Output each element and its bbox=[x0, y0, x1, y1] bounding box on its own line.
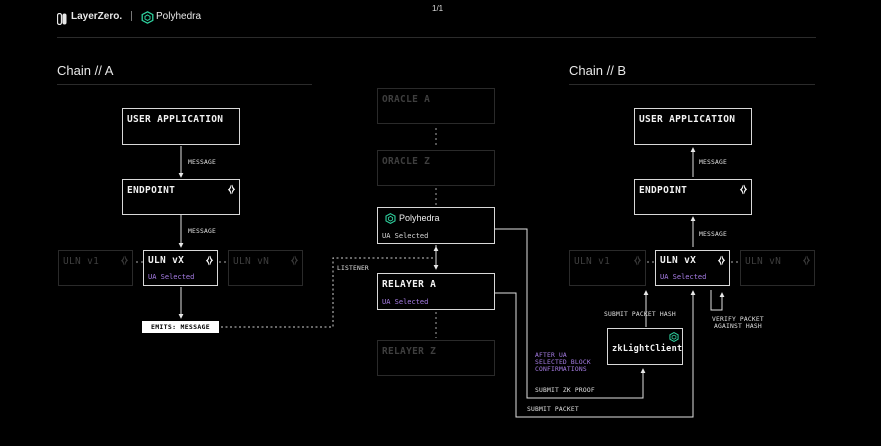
brand-polyhedra: Polyhedra bbox=[156, 11, 202, 22]
polyhedra-oracle-label: Polyhedra bbox=[399, 213, 440, 223]
chain-a-title: Chain // A bbox=[57, 63, 114, 78]
oracle-z-label: ORACLE Z bbox=[382, 156, 431, 167]
polyhedra-logo bbox=[141, 9, 154, 28]
code-bracket-icon: ⧼⧽ bbox=[121, 255, 128, 266]
layerzero-logo bbox=[56, 10, 67, 29]
chain-a-message-2: MESSAGE bbox=[188, 228, 216, 235]
chain-a-endpoint-label: ENDPOINT bbox=[127, 185, 176, 196]
relayer-z-box: RELAYER Z bbox=[377, 340, 495, 376]
code-bracket-icon: ⧼⧽ bbox=[740, 184, 747, 195]
layerzero-icon bbox=[56, 12, 67, 26]
chain-a-endpoint-box: ENDPOINT ⧼⧽ bbox=[122, 179, 240, 215]
relayer-a-sub: UA Selected bbox=[382, 298, 429, 306]
zk-light-client-label: zkLightClient bbox=[612, 344, 683, 354]
chain-a-uln-v1-label: ULN v1 bbox=[63, 256, 100, 267]
after-ua-line-1: AFTER UA bbox=[535, 352, 567, 359]
brand-layerzero: LayerZero. bbox=[71, 11, 123, 22]
chain-b-user-application-box: USER APPLICATION bbox=[634, 108, 752, 145]
emits-message-badge: EMITS: MESSAGE bbox=[142, 321, 219, 333]
listener-wire bbox=[221, 257, 434, 328]
chain-a-uln-vn-box: ULN vN ⧼⧽ bbox=[228, 250, 303, 286]
polyhedra-icon bbox=[669, 332, 679, 342]
chain-b-uln-vx-label: ULN vX bbox=[660, 255, 697, 266]
verify-bracket bbox=[710, 290, 725, 311]
code-bracket-icon: ⧼⧽ bbox=[718, 255, 725, 266]
chain-a-user-application-label: USER APPLICATION bbox=[127, 114, 224, 125]
oracle-z-box: ORACLE Z bbox=[377, 150, 495, 186]
page-indicator: 1/1 bbox=[432, 4, 444, 13]
chain-b-uln-vx-box: ULN vX ⧼⧽ UA Selected bbox=[655, 250, 730, 286]
chain-b-endpoint-label: ENDPOINT bbox=[639, 185, 688, 196]
polyhedra-icon bbox=[141, 11, 154, 24]
code-bracket-icon: ⧼⧽ bbox=[291, 255, 298, 266]
submit-zk-proof-label: SUBMIT ZK PROOF bbox=[535, 387, 595, 394]
relayer-a-label: RELAYER A bbox=[382, 279, 437, 290]
chain-b-uln-v1-label: ULN v1 bbox=[574, 256, 611, 267]
wire-relayer-to-uln-b bbox=[495, 290, 696, 418]
chain-b-uln-v1-box: ULN v1 ⧼⧽ bbox=[569, 250, 646, 286]
listener-label: LISTENER bbox=[337, 265, 369, 272]
after-ua-line-3: CONFIRMATIONS bbox=[535, 366, 587, 373]
chain-b-title: Chain // B bbox=[569, 63, 627, 78]
verify-packet-line-1: VERIFY PACKET bbox=[712, 316, 764, 323]
code-bracket-icon: ⧼⧽ bbox=[803, 255, 810, 266]
chain-b-message-1: MESSAGE bbox=[699, 159, 727, 166]
chain-b-user-application-label: USER APPLICATION bbox=[639, 114, 736, 125]
chain-a-uln-vn-label: ULN vN bbox=[233, 256, 270, 267]
chain-a-underline bbox=[57, 84, 312, 85]
after-ua-line-2: SELECTED BLOCK bbox=[535, 359, 591, 366]
chain-a-uln-vx-sub: UA Selected bbox=[148, 273, 195, 281]
chain-b-uln-vx-sub: UA Selected bbox=[660, 273, 707, 281]
chain-a-uln-vx-label: ULN vX bbox=[148, 255, 185, 266]
submit-packet-label: SUBMIT PACKET bbox=[527, 406, 579, 413]
chain-b-message-2: MESSAGE bbox=[699, 231, 727, 238]
polyhedra-oracle-sub: UA Selected bbox=[382, 232, 429, 240]
chain-a-uln-v1-box: ULN v1 ⧼⧽ bbox=[58, 250, 133, 286]
code-bracket-icon: ⧼⧽ bbox=[634, 255, 641, 266]
polyhedra-icon bbox=[385, 213, 396, 224]
chain-b-uln-vn-label: ULN vN bbox=[745, 256, 782, 267]
wire-polyhedra-to-zk bbox=[495, 228, 646, 399]
polyhedra-oracle-box: Polyhedra UA Selected bbox=[377, 207, 495, 244]
oracle-a-box: ORACLE A bbox=[377, 88, 495, 124]
chain-b-uln-vn-box: ULN vN ⧼⧽ bbox=[740, 250, 815, 286]
chain-a-user-application-box: USER APPLICATION bbox=[122, 108, 240, 145]
oracle-a-label: ORACLE A bbox=[382, 94, 431, 105]
chain-b-underline bbox=[569, 84, 815, 85]
chain-a-message-1: MESSAGE bbox=[188, 159, 216, 166]
verify-packet-line-2: AGAINST HASH bbox=[714, 323, 762, 330]
zk-light-client-box: zkLightClient bbox=[607, 328, 683, 365]
chain-a-uln-vx-box: ULN vX ⧼⧽ UA Selected bbox=[143, 250, 218, 286]
submit-packet-hash-label: SUBMIT PACKET HASH bbox=[604, 311, 676, 318]
header-divider bbox=[57, 37, 816, 38]
code-bracket-icon: ⧼⧽ bbox=[206, 255, 213, 266]
relayer-z-label: RELAYER Z bbox=[382, 346, 437, 357]
code-bracket-icon: ⧼⧽ bbox=[228, 184, 235, 195]
relayer-a-box: RELAYER A UA Selected bbox=[377, 273, 495, 310]
brand-divider bbox=[131, 11, 132, 21]
chain-b-endpoint-box: ENDPOINT ⧼⧽ bbox=[634, 179, 752, 215]
